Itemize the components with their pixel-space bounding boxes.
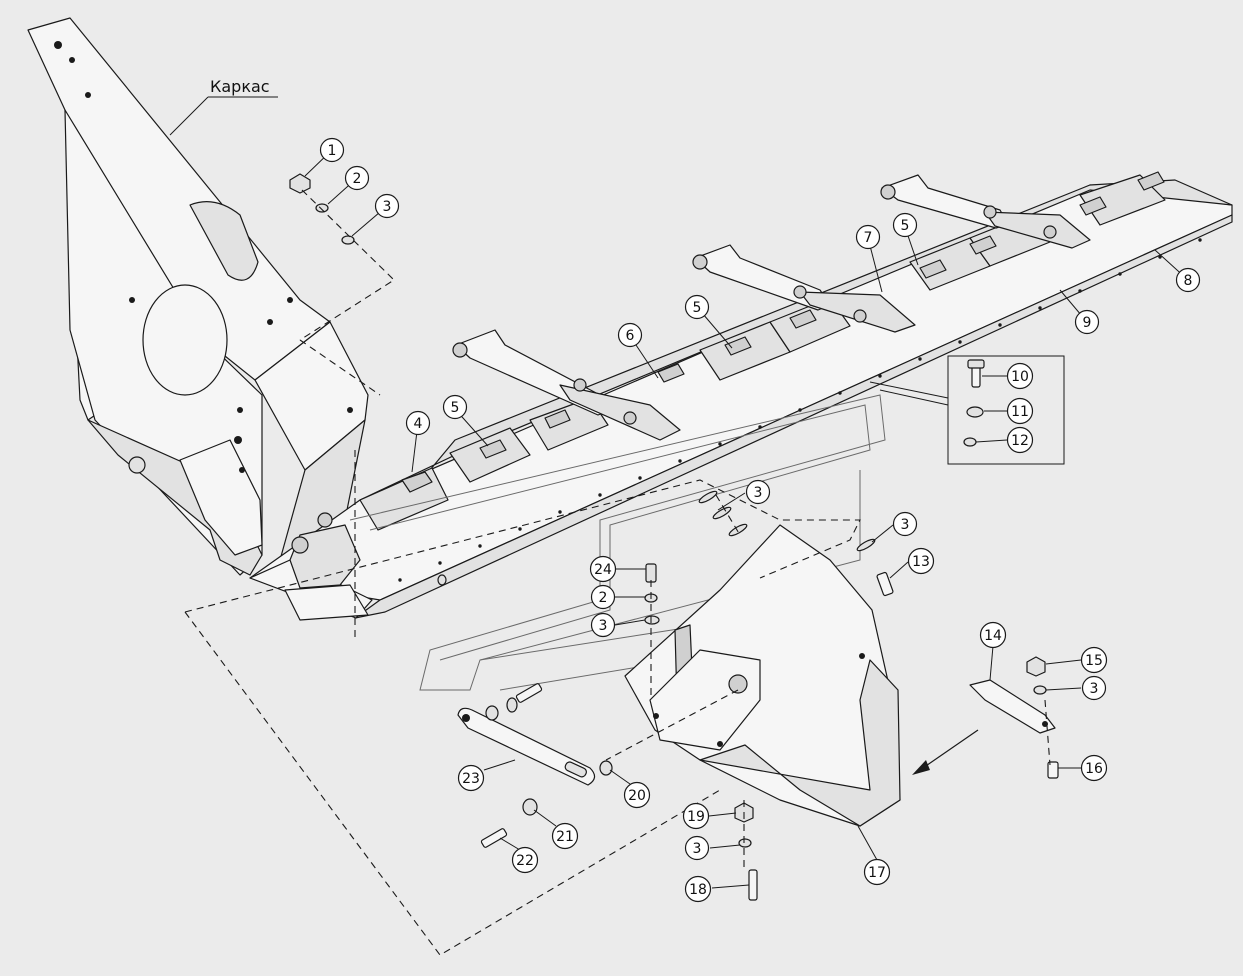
svg-text:3: 3 — [754, 485, 763, 501]
detail-box — [947, 355, 1065, 465]
svg-text:3: 3 — [693, 841, 702, 857]
callout-11: 11 — [1006, 397, 1034, 425]
cutter-bar-beam — [249, 179, 1233, 619]
svg-text:12: 12 — [1011, 433, 1029, 449]
link-part-23 — [457, 707, 596, 786]
assembly-lines — [184, 189, 1051, 956]
callout-4: 4 — [405, 410, 431, 436]
callout-3: 3 — [684, 835, 710, 861]
callout-1: 1 — [319, 137, 345, 163]
callout-16: 16 — [1080, 754, 1108, 782]
callout-23: 23 — [457, 764, 485, 792]
frame-part — [27, 17, 369, 576]
callout-13: 13 — [907, 547, 935, 575]
svg-text:Каркас: Каркас — [210, 77, 270, 96]
callout-21: 21 — [551, 822, 579, 850]
svg-text:16: 16 — [1085, 761, 1103, 777]
svg-text:13: 13 — [912, 554, 930, 570]
callout-6: 6 — [617, 322, 643, 348]
callout-leaders — [304, 149, 1189, 889]
callout-2: 2 — [344, 165, 370, 191]
direction-arrow — [912, 729, 979, 775]
svg-text:23: 23 — [462, 771, 480, 787]
callout-9: 9 — [1074, 309, 1100, 335]
callout-20: 20 — [623, 781, 651, 809]
callout-19: 19 — [682, 802, 710, 830]
svg-text:2: 2 — [353, 171, 362, 187]
callout-3: 3 — [590, 612, 616, 638]
svg-text:6: 6 — [626, 328, 635, 344]
svg-text:9: 9 — [1083, 315, 1092, 331]
frame-label: Каркас — [169, 77, 278, 136]
callout-14: 14 — [979, 621, 1007, 649]
svg-text:7: 7 — [864, 230, 873, 246]
beam-hole-row — [398, 238, 1202, 582]
callout-17: 17 — [863, 858, 891, 886]
callout-8: 8 — [1175, 267, 1201, 293]
divider-body — [624, 524, 901, 827]
svg-text:1: 1 — [328, 143, 337, 159]
callout-5: 5 — [892, 212, 918, 238]
callout-12: 12 — [1006, 426, 1034, 454]
callout-2: 2 — [590, 584, 616, 610]
svg-text:3: 3 — [901, 517, 910, 533]
svg-text:10: 10 — [1011, 369, 1029, 385]
svg-text:11: 11 — [1011, 404, 1029, 420]
svg-text:19: 19 — [687, 809, 705, 825]
callout-3: 3 — [892, 511, 918, 537]
svg-text:5: 5 — [451, 400, 460, 416]
svg-text:20: 20 — [628, 788, 646, 804]
svg-text:15: 15 — [1085, 653, 1103, 669]
svg-text:3: 3 — [383, 199, 392, 215]
svg-text:8: 8 — [1184, 273, 1193, 289]
drive-arm-2 — [692, 244, 916, 333]
svg-text:21: 21 — [556, 829, 574, 845]
callout-10: 10 — [1006, 362, 1034, 390]
svg-text:5: 5 — [901, 218, 910, 234]
svg-text:4: 4 — [414, 416, 423, 432]
svg-text:22: 22 — [516, 853, 534, 869]
drive-arm-3 — [880, 174, 1091, 249]
svg-text:17: 17 — [868, 865, 886, 881]
svg-text:18: 18 — [689, 882, 707, 898]
svg-text:24: 24 — [594, 562, 612, 578]
svg-text:3: 3 — [599, 618, 608, 634]
callout-5: 5 — [684, 294, 710, 320]
fasteners — [289, 173, 1059, 901]
callout-3: 3 — [1081, 675, 1107, 701]
callout-15: 15 — [1080, 646, 1108, 674]
knife-head — [284, 512, 369, 621]
svg-text:5: 5 — [693, 300, 702, 316]
svg-text:14: 14 — [984, 628, 1002, 644]
callout-5: 5 — [442, 394, 468, 420]
drive-arm-1 — [452, 329, 681, 441]
callout-18: 18 — [684, 875, 712, 903]
callout-3: 3 — [374, 193, 400, 219]
callout-24: 24 — [589, 555, 617, 583]
svg-text:3: 3 — [1090, 681, 1099, 697]
svg-text:2: 2 — [599, 590, 608, 606]
callout-22: 22 — [511, 846, 539, 874]
callout-3: 3 — [745, 479, 771, 505]
callout-7: 7 — [855, 224, 881, 250]
